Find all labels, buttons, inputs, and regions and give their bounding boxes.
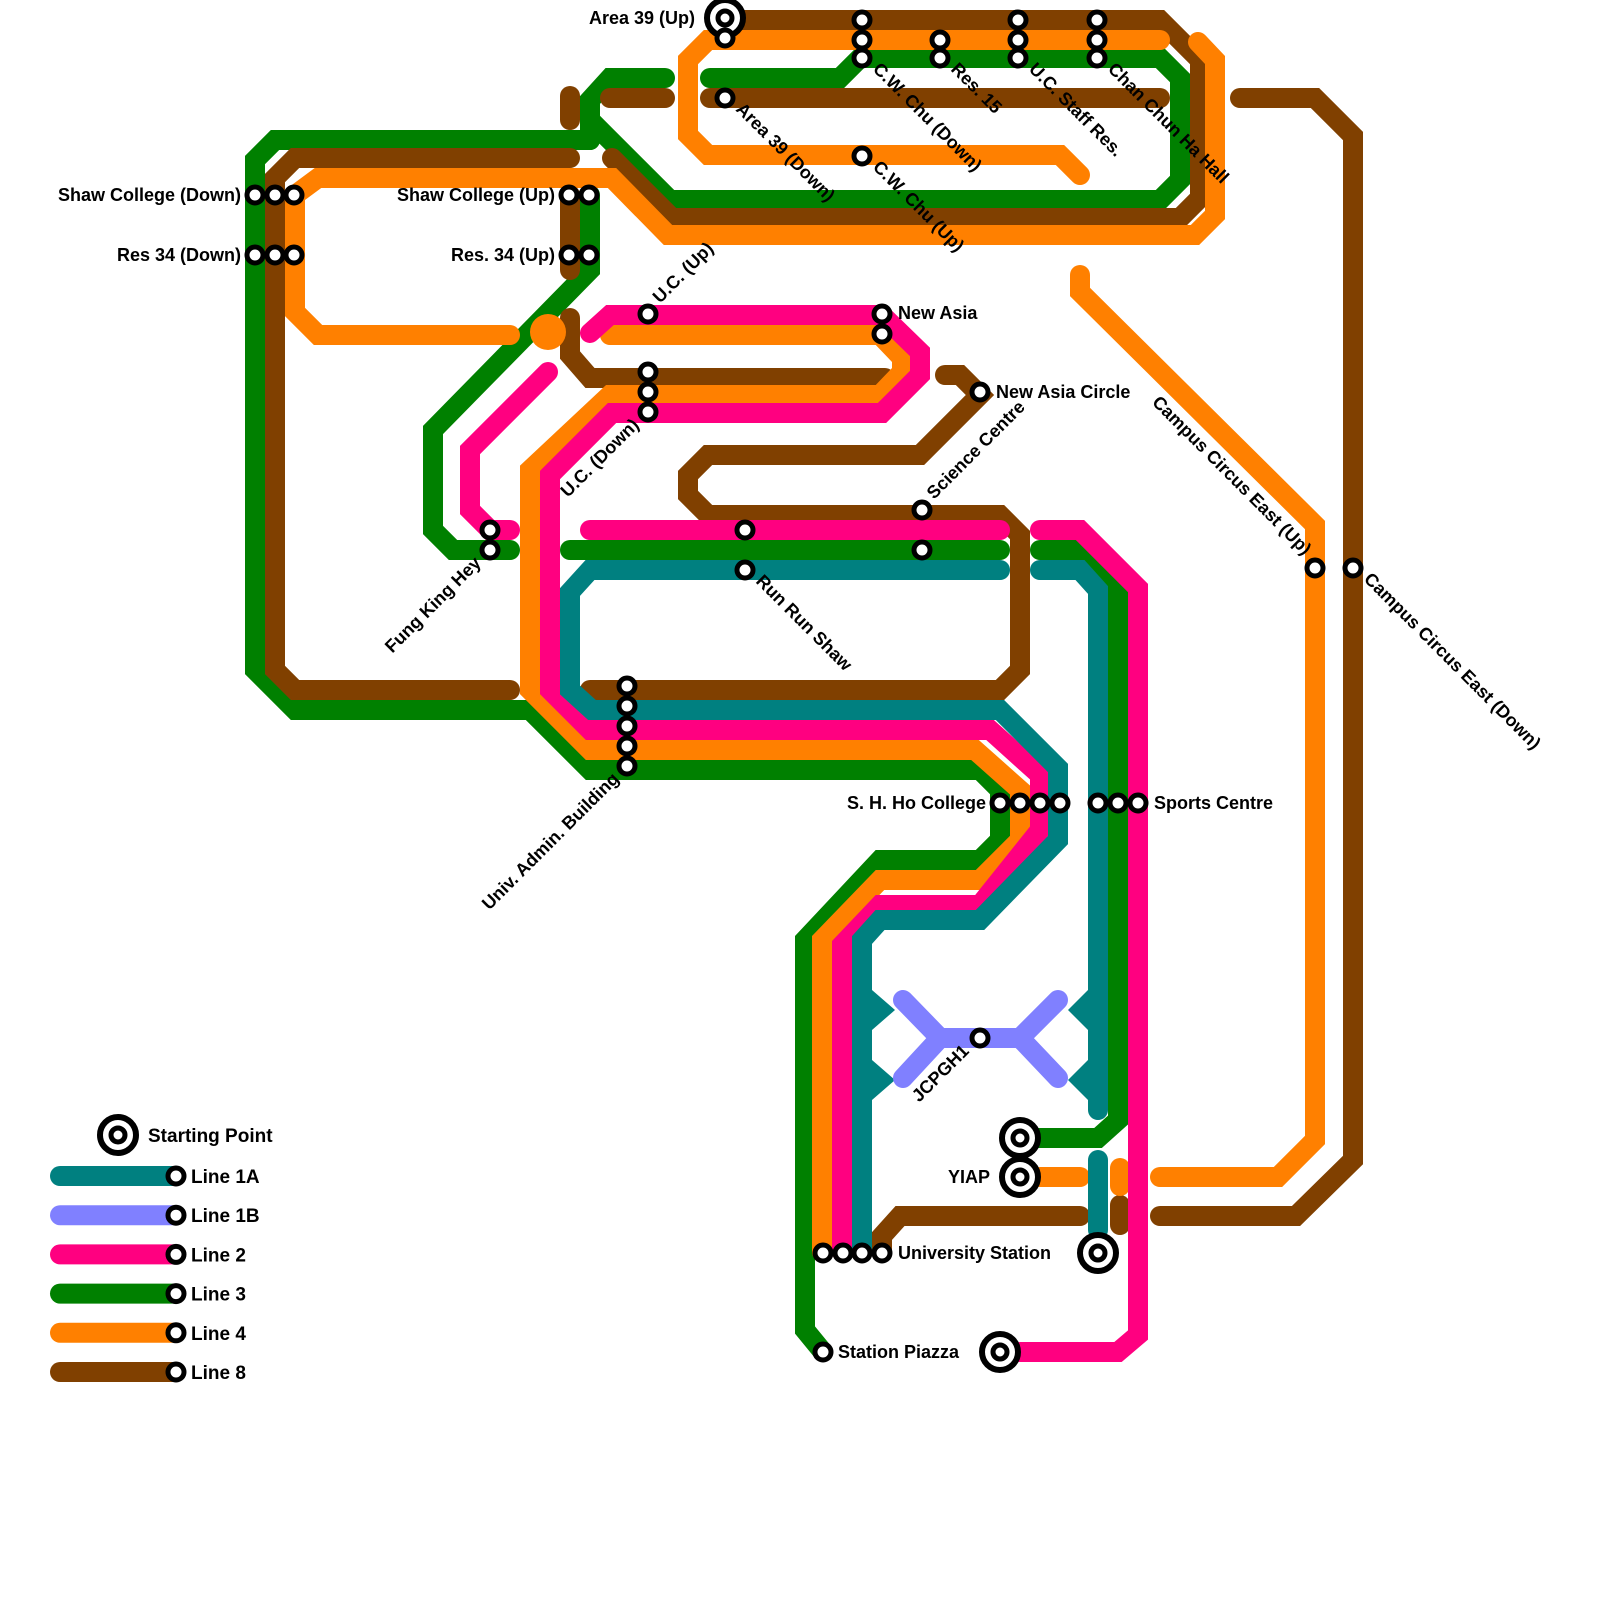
line-3-east — [1010, 540, 1128, 1148]
line-4-route — [285, 30, 1325, 1262]
label-sports-centre: Sports Centre — [1154, 793, 1273, 813]
station-uc-down[interactable] — [637, 361, 659, 423]
station-area39-up[interactable] — [704, 0, 746, 49]
line-1a-west-notch-2 — [872, 1060, 895, 1100]
line-4-north-top — [678, 30, 1170, 185]
line-8-north-top — [602, 10, 1210, 228]
station-sh-ho-college[interactable] — [989, 792, 1071, 814]
legend-label: Line 1B — [191, 1206, 260, 1227]
station-area39-down[interactable] — [714, 87, 736, 109]
station-university-station[interactable] — [812, 1232, 1119, 1274]
station-run-run-shaw[interactable] — [734, 519, 756, 581]
label-new-asia-circle: New Asia Circle — [996, 382, 1130, 402]
legend-label: Line 8 — [191, 1363, 246, 1384]
label-res34-down: Res 34 (Down) — [117, 245, 241, 265]
label-shaw-college-up: Shaw College (Up) — [397, 185, 555, 205]
label-new-asia: New Asia — [898, 303, 978, 323]
line-1a-central — [560, 560, 1068, 1260]
legend-station-icon — [165, 1322, 187, 1344]
line-4-east — [1070, 265, 1325, 1187]
label-station-piazza: Station Piazza — [838, 1342, 960, 1362]
station-uc-staff-res[interactable] — [1007, 9, 1029, 69]
label-yiap: YIAP — [948, 1167, 990, 1187]
label-univ-admin-building: Univ. Admin. Building — [478, 769, 623, 914]
label-res34-up: Res. 34 (Up) — [451, 245, 555, 265]
legend-starting-point: Starting Point — [97, 1114, 273, 1156]
legend-label: Line 2 — [191, 1245, 246, 1266]
station-cw-chu-down[interactable] — [851, 9, 873, 69]
station-univ-admin-building[interactable] — [616, 675, 638, 777]
legend-label: Line 4 — [191, 1324, 246, 1345]
line-1a-east-notch-2 — [1068, 1060, 1088, 1100]
label-area39-up: Area 39 (Up) — [589, 8, 695, 28]
legend-item: Line 1B — [50, 1204, 260, 1227]
station-res34-up[interactable] — [558, 244, 600, 266]
interchange-blob — [530, 314, 566, 350]
station-chan-chun-ha-hall[interactable] — [1086, 9, 1108, 69]
legend-label: Line 1A — [191, 1167, 260, 1188]
station-campus-circus-east-up[interactable] — [1304, 557, 1326, 579]
station-res34-down[interactable] — [244, 244, 305, 266]
legend-station-icon — [165, 1165, 187, 1187]
line-1a-east — [1030, 560, 1108, 1120]
line-1a-east-notch-1 — [1068, 990, 1088, 1030]
station-uc-up[interactable] — [637, 303, 659, 325]
line-1a-west-notch-1 — [872, 990, 895, 1030]
station-station-piazza[interactable] — [812, 1331, 1021, 1373]
legend-item: Line 1A — [50, 1165, 260, 1188]
legend-item: Line 3 — [50, 1283, 246, 1306]
station-shaw-college-up[interactable] — [558, 184, 600, 206]
line-8-west-loop — [265, 148, 580, 700]
line-2-uc-loop — [540, 305, 1050, 1262]
legend-station-icon — [165, 1361, 187, 1383]
station-res15[interactable] — [929, 29, 951, 69]
legend-station-icon — [165, 1204, 187, 1226]
label-campus-circus-east-up: Campus Circus East (Up) — [1148, 392, 1315, 559]
station-yiap[interactable] — [999, 1117, 1041, 1198]
legend-item: Line 8 — [50, 1361, 246, 1384]
line-4-west-loop — [285, 32, 1225, 345]
label-sh-ho-college: S. H. Ho College — [847, 793, 986, 813]
legend: Starting Point Line 1A Line 1B Line 2 Line … — [50, 1114, 273, 1384]
label-university-station: University Station — [898, 1243, 1051, 1263]
legend-item: Line 4 — [50, 1322, 246, 1345]
line-1a-route — [560, 560, 1108, 1260]
line-4-uc — [520, 325, 1030, 1262]
station-fung-king-hey[interactable] — [479, 519, 501, 561]
line-2-east — [1010, 520, 1148, 1362]
line-8-uc — [560, 308, 895, 388]
label-fung-king-hey: Fung King Hey — [381, 553, 485, 657]
legend-station-icon — [165, 1283, 187, 1305]
legend-starting-point-label: Starting Point — [148, 1126, 273, 1147]
label-uc-up: U.C. (Up) — [649, 238, 718, 307]
station-cw-chu-up[interactable] — [851, 145, 873, 167]
legend-item: Line 2 — [50, 1243, 246, 1266]
station-campus-circus-east-down[interactable] — [1342, 557, 1364, 579]
station-sports-centre[interactable] — [1087, 792, 1149, 814]
station-new-asia[interactable] — [871, 303, 893, 345]
station-science-centre[interactable] — [911, 499, 933, 561]
station-jcpgh1[interactable] — [969, 1027, 991, 1049]
line-3-west-loop — [245, 130, 1010, 1362]
line-8-east — [1150, 88, 1363, 1226]
station-shaw-college-down[interactable] — [244, 184, 305, 206]
legend-label: Line 3 — [191, 1285, 246, 1306]
line-3-north-diagonal — [580, 48, 1190, 210]
station-new-asia-circle[interactable] — [969, 381, 991, 403]
label-run-run-shaw: Run Run Shaw — [752, 571, 857, 676]
label-shaw-college-down: Shaw College (Down) — [58, 185, 241, 205]
label-campus-circus-east-down: Campus Circus East (Down) — [1360, 569, 1545, 754]
legend-station-icon — [165, 1243, 187, 1265]
